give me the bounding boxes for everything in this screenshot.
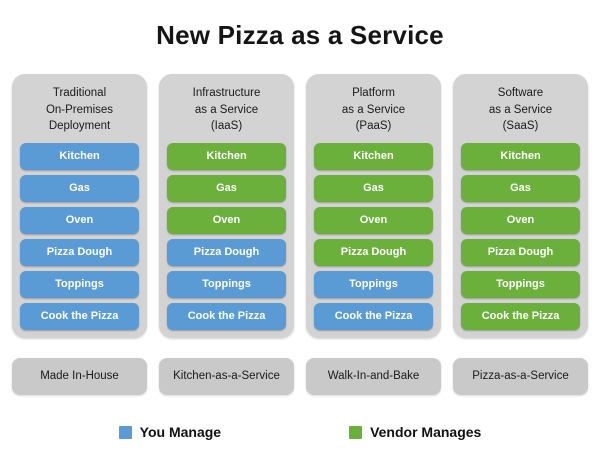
service-footer-label: Made In-House — [12, 357, 147, 395]
page-title: New Pizza as a Service — [156, 20, 444, 50]
service-item[interactable]: Gas — [167, 174, 286, 202]
service-panel-title-line: as a Service — [488, 103, 553, 116]
service-panel-title-line: Platform — [352, 87, 395, 99]
service-item[interactable]: Kitchen — [167, 142, 286, 170]
service-panel-title-line: (PaaS) — [355, 120, 392, 132]
service-item[interactable]: Cook the Pizza — [314, 302, 433, 330]
service-item[interactable]: Cook the Pizza — [20, 302, 139, 330]
service-panel-title: Infrastructure as a Service (IaaS) — [159, 74, 294, 143]
service-panel-title-line: as a Service — [194, 103, 259, 116]
service-item[interactable]: Toppings — [167, 270, 286, 298]
service-panel-title-line: Infrastructure — [192, 87, 261, 99]
legend-entry: Vendor Manages — [349, 424, 481, 440]
service-item[interactable]: Gas — [314, 174, 433, 202]
service-item[interactable]: Oven — [314, 206, 433, 234]
service-panel-title-line: (SaaS) — [502, 120, 539, 132]
service-panel-title-line: as a Service — [341, 103, 406, 116]
service-item[interactable]: Toppings — [314, 270, 433, 298]
service-panel-title-line: On-Premises — [45, 103, 114, 116]
service-item[interactable]: Pizza Dough — [461, 238, 580, 266]
legend-entry: You Manage — [118, 424, 222, 440]
legend-label: You Manage — [139, 424, 222, 440]
service-item[interactable]: Oven — [167, 206, 286, 234]
service-item[interactable]: Kitchen — [20, 142, 139, 170]
service-item[interactable]: Kitchen — [461, 142, 580, 170]
service-footer-label: Walk-In-and-Bake — [306, 357, 441, 395]
service-panel-title: Software as a Service (SaaS) — [453, 74, 588, 143]
service-footer-label: Pizza-as-a-Service — [453, 357, 588, 395]
service-item[interactable]: Cook the Pizza — [461, 302, 580, 330]
service-footer-label: Kitchen-as-a-Service — [159, 357, 294, 395]
legend-label: Vendor Manages — [370, 424, 482, 440]
service-panel-title-line: Software — [497, 87, 544, 99]
service-item[interactable]: Toppings — [20, 270, 139, 298]
service-item[interactable]: Oven — [461, 206, 580, 234]
service-item[interactable]: Pizza Dough — [167, 238, 286, 266]
service-item[interactable]: Gas — [461, 174, 580, 202]
service-item[interactable]: Pizza Dough — [20, 238, 139, 266]
service-panel-title-line: (IaaS) — [210, 120, 243, 132]
legend-swatch-icon — [349, 425, 363, 439]
service-item[interactable]: Oven — [20, 206, 139, 234]
service-item[interactable]: Cook the Pizza — [167, 302, 286, 330]
service-panel-title-line: Traditional — [52, 87, 107, 99]
service-item[interactable]: Gas — [20, 174, 139, 202]
service-item[interactable]: Toppings — [461, 270, 580, 298]
legend-swatch-icon — [118, 425, 132, 439]
legend: You Manage Vendor Manages — [0, 424, 600, 440]
service-item[interactable]: Kitchen — [314, 142, 433, 170]
service-item[interactable]: Pizza Dough — [314, 238, 433, 266]
service-panel-title: Platform as a Service (PaaS) — [306, 74, 441, 143]
service-panel-title-line: Deployment — [48, 120, 111, 132]
